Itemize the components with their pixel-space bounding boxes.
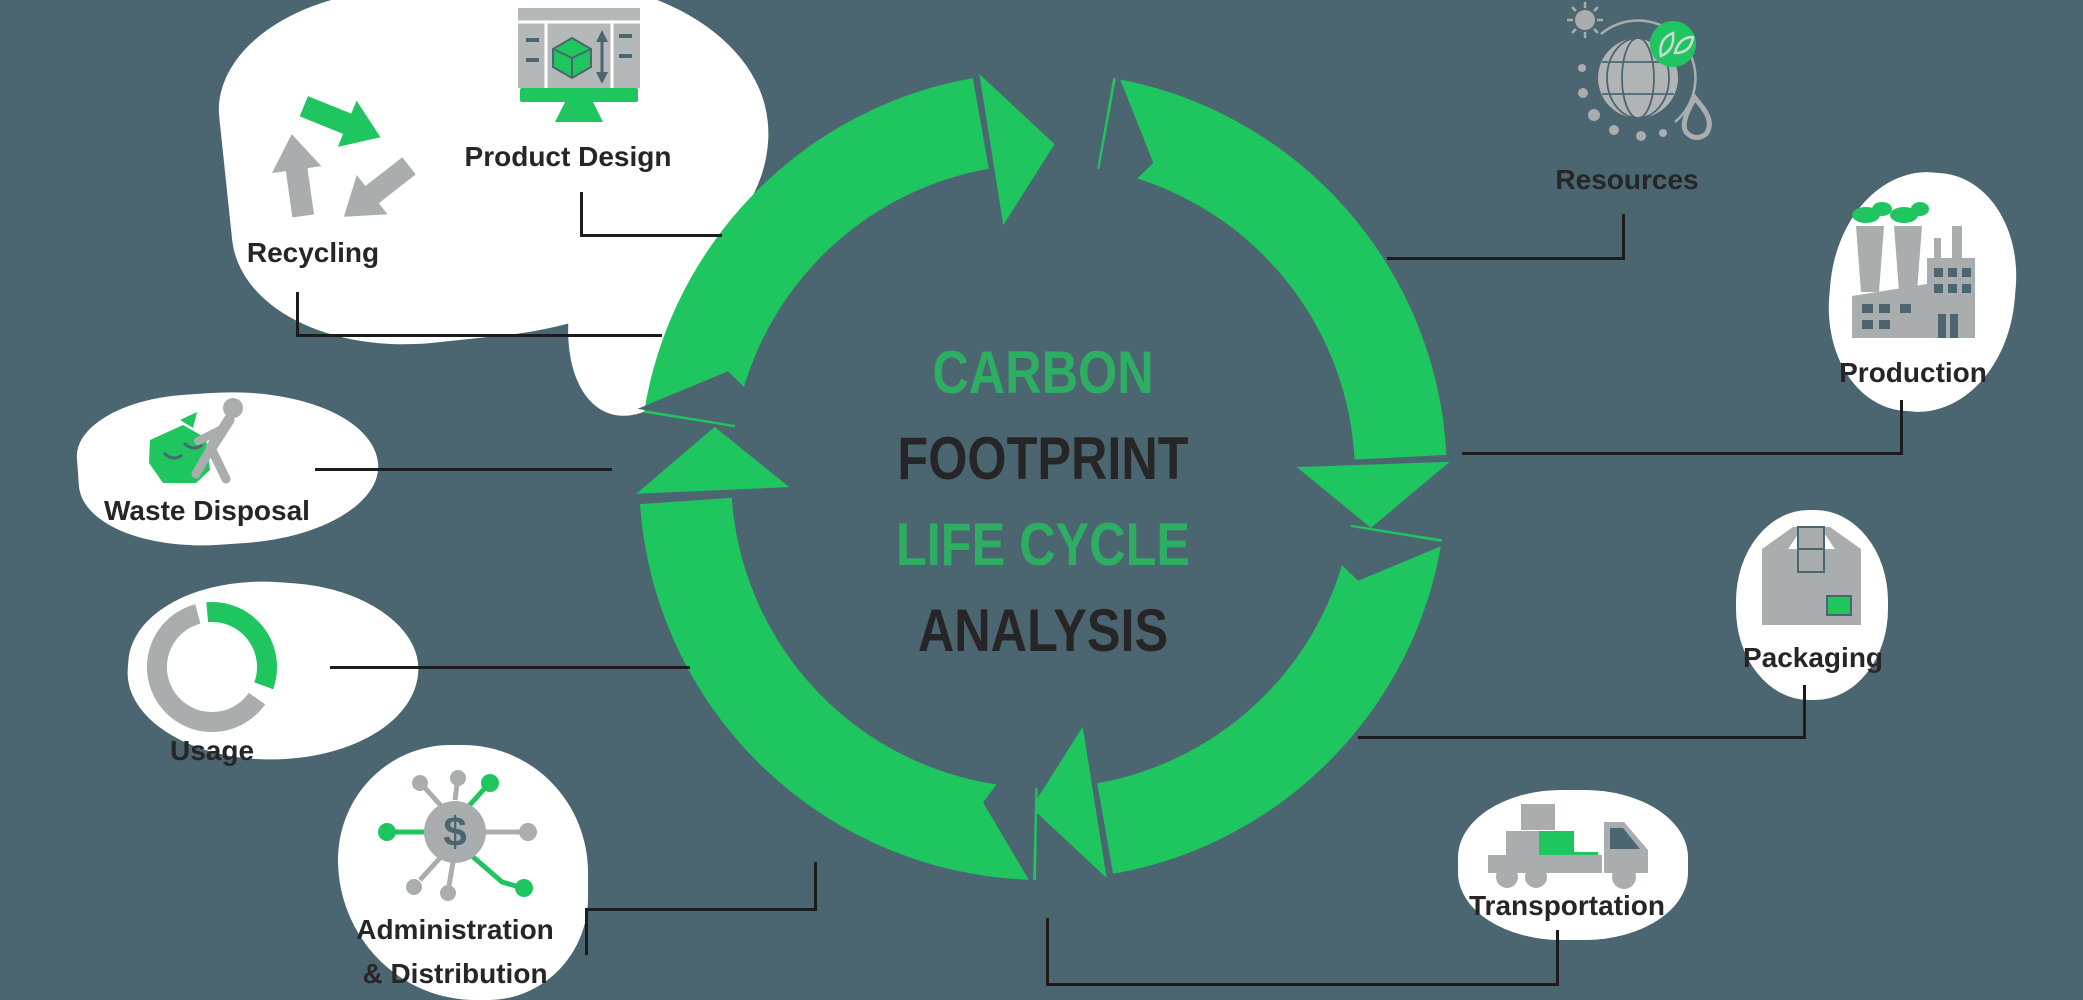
label-recycling: Recycling (246, 237, 380, 268)
connector-line (585, 908, 817, 911)
connector-line (315, 468, 612, 471)
connector-line (580, 234, 722, 237)
factory-icon (1852, 202, 1975, 338)
connector-line (1556, 930, 1559, 985)
title-line-1: CARBON (932, 339, 1154, 406)
person-trash-bag-icon (149, 398, 243, 484)
globe-leaf-icon (1567, 2, 1712, 141)
label-administration-line2: & Distribution (362, 958, 548, 989)
connector-line (1358, 736, 1806, 739)
truck-icon (1488, 804, 1648, 889)
connector-line (330, 666, 690, 669)
page-title: CARBON FOOTPRINT LIFE CYCLE ANALYSIS (868, 330, 1218, 674)
connector-line (1462, 452, 1903, 455)
connector-line (296, 334, 662, 337)
connector-line (814, 862, 817, 910)
dollar-network-icon: $ (378, 770, 537, 901)
connector-line (1900, 400, 1903, 454)
donut-chart-icon (146, 602, 278, 733)
label-resources: Resources (1555, 164, 1699, 195)
connector-line (1046, 983, 1559, 986)
recycle-arrows-icon (271, 96, 416, 218)
dollar-symbol: $ (443, 808, 466, 855)
label-transportation: Transportation (1468, 890, 1666, 921)
label-packaging: Packaging (1742, 642, 1884, 673)
connector-line (1622, 214, 1625, 259)
title-line-3: LIFE CYCLE (895, 511, 1191, 578)
label-administration: Administration & Distribution (356, 908, 554, 996)
label-administration-line1: Administration (356, 914, 554, 945)
box-icon (1762, 526, 1861, 625)
connector-line (1803, 685, 1806, 738)
label-production: Production (1839, 357, 1987, 388)
connector-line (580, 192, 583, 236)
title-line-2: FOOTPRINT (897, 425, 1189, 492)
connector-line (1387, 257, 1625, 260)
label-waste-disposal: Waste Disposal (104, 495, 310, 526)
connector-line (585, 910, 588, 955)
label-product-design: Product Design (464, 141, 672, 172)
connector-line (296, 292, 299, 336)
connector-line (1046, 918, 1049, 985)
label-usage: Usage (169, 735, 255, 766)
background-blob (338, 745, 588, 1000)
monitor-cube-icon (518, 8, 640, 122)
title-line-4: ANALYSIS (917, 597, 1169, 664)
